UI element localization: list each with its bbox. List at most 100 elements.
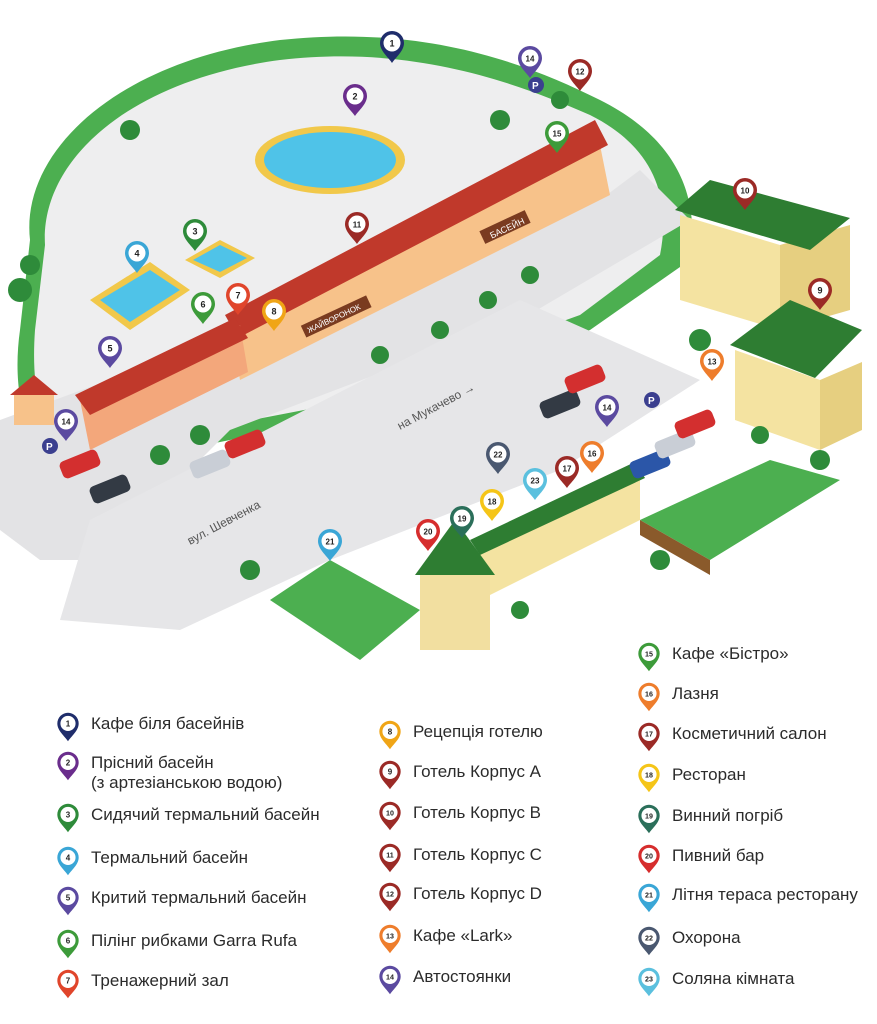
legend-pin-number: 18 <box>645 772 653 780</box>
legend-pin-number: 2 <box>66 759 71 768</box>
svg-text:23: 23 <box>531 477 540 486</box>
legend-label: Пілінг рибками Garra Rufa <box>91 931 297 950</box>
freshwater-pool-water <box>264 132 396 188</box>
shop-sign-plate <box>300 295 372 338</box>
map-pin-19[interactable]: 19 <box>450 506 474 538</box>
map-pin-5[interactable]: 5 <box>98 336 122 368</box>
bath-sign-plate <box>479 210 531 244</box>
svg-text:P: P <box>532 81 539 92</box>
car <box>59 449 101 479</box>
map-pin-17[interactable]: 17 <box>555 456 579 488</box>
legend-label: Охорона <box>672 928 741 947</box>
tower <box>420 570 490 650</box>
svg-text:6: 6 <box>200 300 205 310</box>
svg-text:5: 5 <box>107 344 112 354</box>
legend-pin-number: 1 <box>66 720 71 729</box>
map-pin-icon: 7 <box>57 969 79 999</box>
legend-label-line2: (з артезіанською водою) <box>91 773 283 792</box>
car <box>224 429 266 459</box>
map-pin-18[interactable]: 18 <box>480 489 504 521</box>
map-pin-6[interactable]: 6 <box>191 292 215 324</box>
svg-text:14: 14 <box>603 404 612 413</box>
legend-pin-number: 7 <box>66 977 71 986</box>
svg-text:13: 13 <box>708 358 717 367</box>
legend-pin-number: 14 <box>386 974 394 982</box>
map-pin-20[interactable]: 20 <box>416 519 440 551</box>
legend-item-5: 5 Критий термальний басейн <box>55 885 307 917</box>
legend-label: Кафе біля басейнів <box>91 714 245 733</box>
legend-pin-number: 22 <box>645 935 653 943</box>
svg-text:P: P <box>648 396 655 407</box>
map-pin-icon: 16 <box>638 682 660 712</box>
map-pin-icon: 18 <box>638 763 660 793</box>
map-pins: 1234567891011121314151617181920212223141… <box>54 31 832 561</box>
svg-text:4: 4 <box>134 249 139 259</box>
map-pin-11[interactable]: 11 <box>345 212 369 244</box>
map-pin-8[interactable]: 8 <box>262 299 286 331</box>
map-pin-13[interactable]: 13 <box>700 349 724 381</box>
legend-label: Ресторан <box>672 765 746 784</box>
parking-sign: P <box>528 77 544 93</box>
legend-label: Тренажерний зал <box>91 971 229 990</box>
svg-text:22: 22 <box>494 451 503 460</box>
map-pin-icon: 14 <box>379 965 401 995</box>
legend-pin-number: 10 <box>386 810 394 818</box>
hotel-b-wall <box>680 215 780 330</box>
road-lower <box>60 300 700 630</box>
map-pin-7[interactable]: 7 <box>226 283 250 315</box>
legend-pin-number: 16 <box>645 691 653 699</box>
map-pin-icon: 8 <box>379 720 401 750</box>
legend-label: Термальний басейн <box>91 848 249 867</box>
hotel-d-roof <box>470 462 645 555</box>
map-pin-14[interactable]: 14 <box>518 46 542 78</box>
map-pin-14[interactable]: 14 <box>54 409 78 441</box>
map-pin-icon: 22 <box>638 926 660 956</box>
map-pin-icon: 11 <box>379 843 401 873</box>
map-pin-21[interactable]: 21 <box>318 529 342 561</box>
map-pin-10[interactable]: 10 <box>733 178 757 210</box>
map-pin-16[interactable]: 16 <box>580 441 604 473</box>
legend-pin-number: 11 <box>386 852 394 860</box>
car <box>89 474 131 504</box>
legend-label: Критий термальний басейн <box>91 888 307 907</box>
map-pin-icon: 4 <box>57 846 79 876</box>
map-pin-23[interactable]: 23 <box>523 468 547 500</box>
map-pin-3[interactable]: 3 <box>183 219 207 251</box>
indoor-pool-roof <box>75 318 248 415</box>
legend-label: Літня тераса ресторану <box>672 885 858 904</box>
svg-text:17: 17 <box>563 465 572 474</box>
map-pin-14[interactable]: 14 <box>595 395 619 427</box>
parking-sign: P <box>42 438 58 454</box>
svg-text:8: 8 <box>271 307 276 317</box>
map-pin-22[interactable]: 22 <box>486 442 510 474</box>
map-pin-4[interactable]: 4 <box>125 241 149 273</box>
map-pin-icon: 23 <box>638 967 660 997</box>
map-pin-15[interactable]: 15 <box>545 121 569 153</box>
car <box>539 389 581 419</box>
map-pin-12[interactable]: 12 <box>568 59 592 91</box>
map-pin-icon: 10 <box>379 801 401 831</box>
legend-pin-number: 3 <box>66 811 71 820</box>
map-pin-9[interactable]: 9 <box>808 278 832 310</box>
map-pin-icon: 5 <box>57 886 79 916</box>
svg-text:14: 14 <box>526 55 535 64</box>
thermal-pool-water <box>100 270 180 322</box>
map-pin-icon: 17 <box>638 722 660 752</box>
legend-pin-number: 17 <box>645 731 653 739</box>
legend-label: Сидячий термальний басейн <box>91 805 320 824</box>
map-pin-1[interactable]: 1 <box>380 31 404 63</box>
svg-text:2: 2 <box>352 92 357 102</box>
svg-text:14: 14 <box>62 418 71 427</box>
legend-pin-number: 13 <box>386 933 394 941</box>
legend-label: Лазня <box>672 684 719 703</box>
map-pin-2[interactable]: 2 <box>343 84 367 116</box>
legend-item-4: 4 Термальний басейн <box>55 845 248 877</box>
